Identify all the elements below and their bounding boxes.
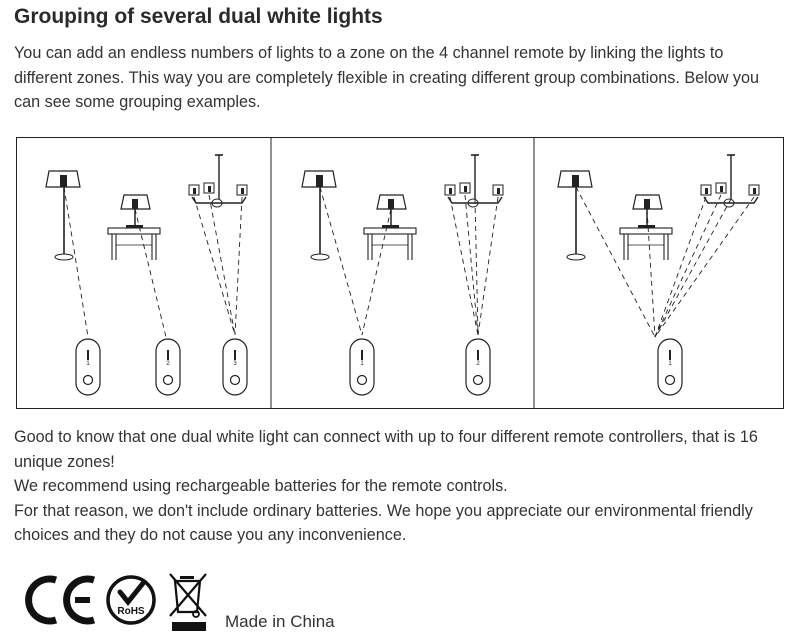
note-environment: For that reason, we don't include ordina… [14,501,753,545]
notes-section: Good to know that one dual white light c… [14,425,784,548]
rohs-label: RoHS [117,606,145,617]
note-batteries: We recommend using rechargeable batterie… [14,477,508,495]
panel-2: 1 2 [301,154,504,396]
panel-1: 1 2 3 [45,154,248,396]
remote-zone-label: 1 [86,361,90,367]
ce-mark-icon [25,575,96,625]
remote-zone-label: 3 [233,361,237,367]
note-zones: Good to know that one dual white light c… [14,428,758,471]
remote-icon [349,338,375,396]
remote-icon [657,338,683,396]
remote-zone-label: 1 [668,361,672,367]
panel-3: 1 [557,154,760,396]
certification-logos: RoHS [25,573,207,631]
remote-icon [465,338,491,396]
remote-zone-label: 2 [476,361,480,367]
remote-icon [155,338,181,396]
crossed-bin-icon [169,573,207,631]
intro-paragraph: You can add an endless numbers of lights… [14,44,760,111]
page-title: Grouping of several dual white lights [14,5,383,28]
rohs-check-icon: RoHS [106,575,156,625]
remote-icon [222,338,248,396]
made-in-label: Made in China [225,612,335,631]
remote-zone-label: 1 [360,361,364,367]
remote-zone-label: 2 [166,361,170,367]
grouping-diagram: 1 2 3 1 2 1 [16,137,784,409]
remote-icon [75,338,101,396]
